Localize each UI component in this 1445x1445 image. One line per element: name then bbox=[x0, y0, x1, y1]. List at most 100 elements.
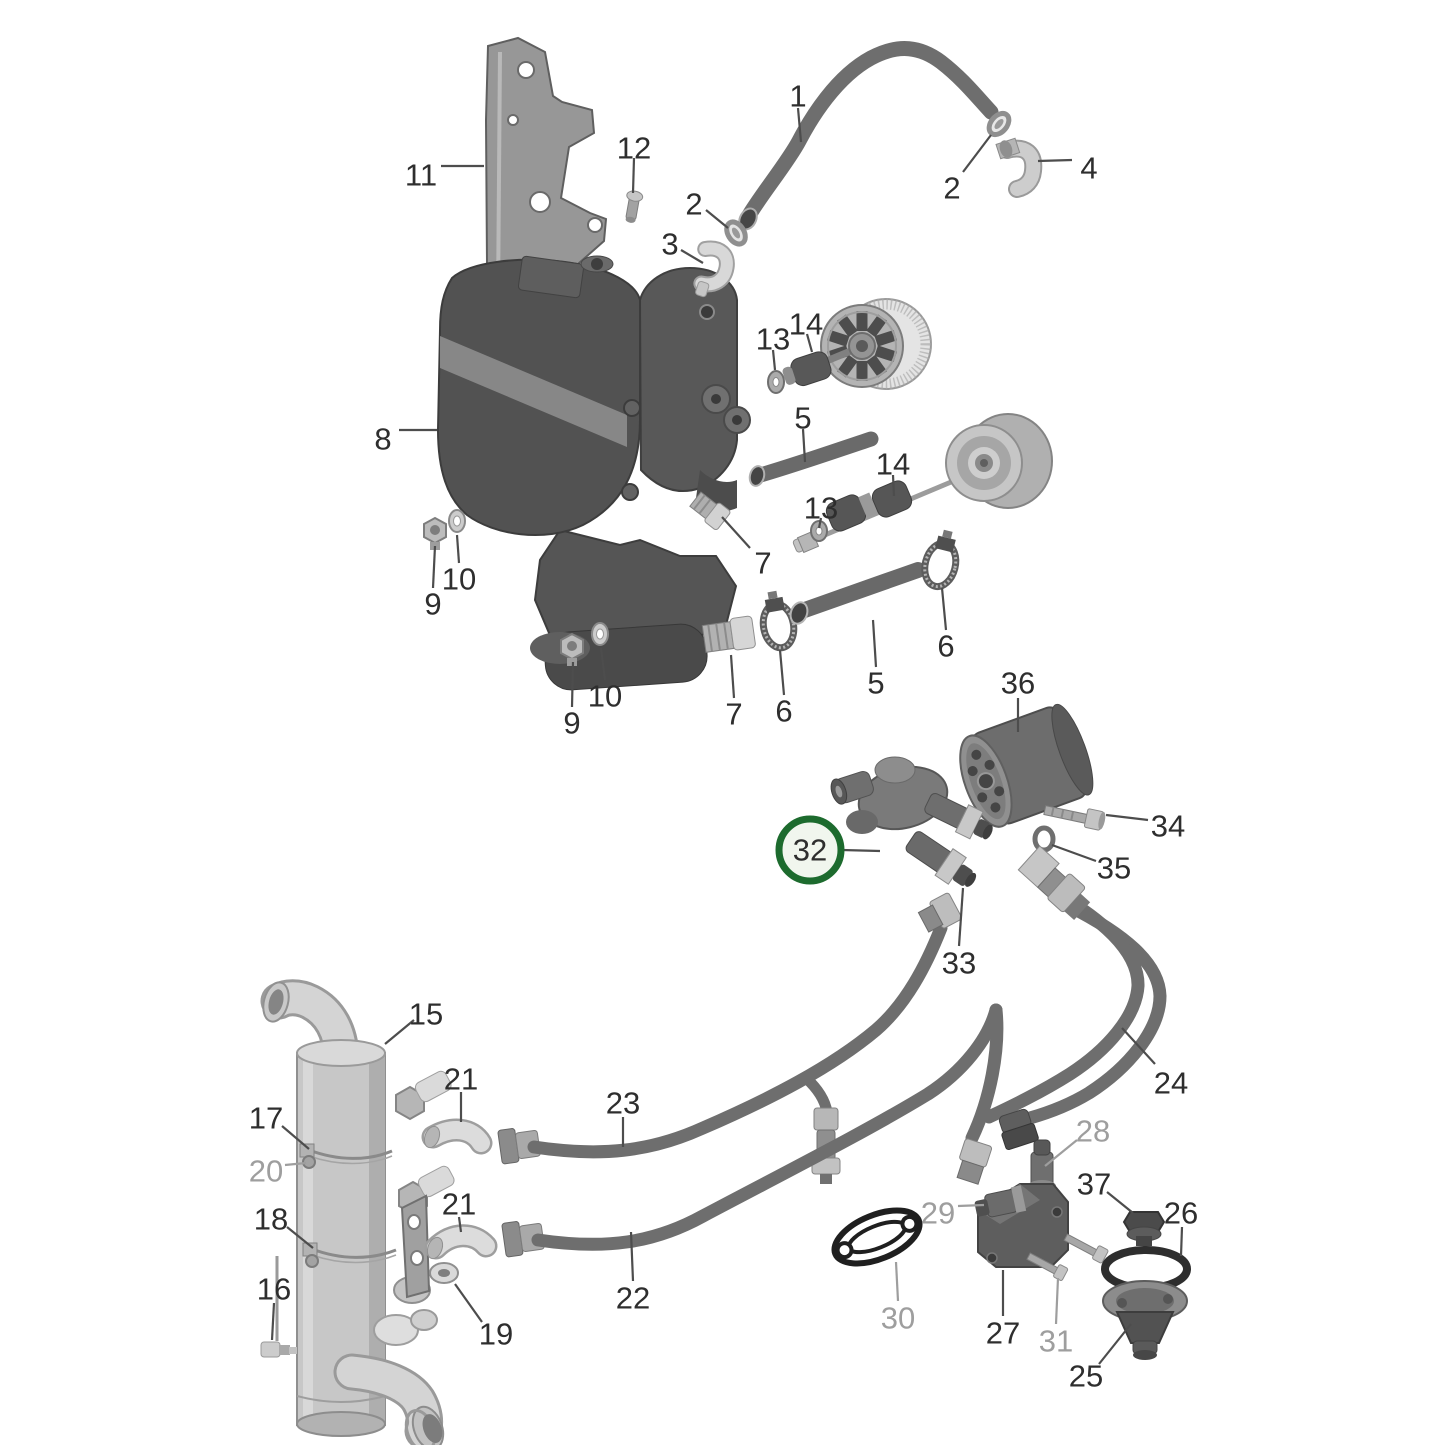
callout-9[interactable]: 9 bbox=[424, 545, 442, 622]
svg-text:35: 35 bbox=[1097, 851, 1131, 886]
svg-text:31: 31 bbox=[1039, 1324, 1073, 1359]
svg-text:2: 2 bbox=[943, 171, 960, 206]
callout-27[interactable]: 27 bbox=[986, 1270, 1020, 1351]
svg-text:9: 9 bbox=[424, 587, 441, 622]
callout-26[interactable]: 26 bbox=[1164, 1196, 1198, 1257]
callout-25[interactable]: 25 bbox=[1069, 1323, 1132, 1394]
callout-36[interactable]: 36 bbox=[1001, 666, 1035, 733]
callout-11[interactable]: 11 bbox=[405, 158, 484, 193]
nut-9-left bbox=[423, 516, 447, 550]
svg-text:30: 30 bbox=[881, 1301, 915, 1336]
callout-7[interactable]: 7 bbox=[725, 654, 743, 732]
svg-text:22: 22 bbox=[616, 1281, 650, 1316]
callout-2[interactable]: 2 bbox=[685, 187, 729, 229]
callout-17[interactable]: 17 bbox=[249, 1101, 310, 1150]
svg-text:25: 25 bbox=[1069, 1359, 1103, 1394]
callout-14[interactable]: 14 bbox=[876, 447, 910, 497]
belt-pulley bbox=[945, 413, 1053, 509]
callout-13[interactable]: 13 bbox=[756, 322, 790, 371]
callout-6[interactable]: 6 bbox=[775, 649, 793, 729]
callout-18[interactable]: 18 bbox=[254, 1202, 314, 1249]
svg-text:15: 15 bbox=[409, 997, 443, 1032]
oil-line-23 bbox=[497, 892, 962, 1184]
callout-29[interactable]: 29 bbox=[921, 1196, 985, 1231]
svg-text:34: 34 bbox=[1151, 809, 1185, 844]
callout-21[interactable]: 21 bbox=[444, 1062, 478, 1123]
callout-22[interactable]: 22 bbox=[616, 1231, 650, 1316]
svg-text:5: 5 bbox=[794, 401, 811, 436]
callout-24[interactable]: 24 bbox=[1121, 1027, 1188, 1101]
svg-text:16: 16 bbox=[257, 1272, 291, 1307]
callout-10[interactable]: 10 bbox=[588, 647, 622, 714]
svg-text:10: 10 bbox=[442, 562, 476, 597]
svg-text:33: 33 bbox=[942, 946, 976, 981]
cooler-bolts-31 bbox=[1026, 1233, 1109, 1281]
svg-text:6: 6 bbox=[937, 629, 954, 664]
oil-filter bbox=[959, 703, 1094, 828]
elbow-21-upper bbox=[421, 1118, 493, 1155]
callout-28[interactable]: 28 bbox=[1044, 1114, 1110, 1167]
svg-text:21: 21 bbox=[442, 1187, 476, 1222]
fitting-16 bbox=[260, 1341, 297, 1358]
svg-text:37: 37 bbox=[1077, 1167, 1111, 1202]
svg-text:11: 11 bbox=[405, 158, 437, 193]
valve-fitting-33 bbox=[905, 831, 977, 887]
fitting-7-lower bbox=[701, 615, 756, 653]
callout-3[interactable]: 3 bbox=[661, 227, 704, 264]
callout-14[interactable]: 14 bbox=[789, 307, 823, 353]
cooler-port-29 bbox=[974, 1185, 1027, 1218]
callout-6[interactable]: 6 bbox=[937, 587, 955, 664]
svg-text:26: 26 bbox=[1164, 1196, 1198, 1231]
callout-30[interactable]: 30 bbox=[881, 1261, 915, 1336]
svg-text:24: 24 bbox=[1154, 1066, 1188, 1101]
callout-31[interactable]: 31 bbox=[1039, 1277, 1073, 1359]
callout-4[interactable]: 4 bbox=[1037, 151, 1098, 186]
elbow-21-lower bbox=[424, 1224, 498, 1260]
fitting-7-upper bbox=[689, 491, 731, 531]
callout-12[interactable]: 12 bbox=[617, 131, 651, 194]
callout-23[interactable]: 23 bbox=[606, 1086, 640, 1148]
callout-37[interactable]: 37 bbox=[1077, 1167, 1134, 1214]
callout-13[interactable]: 13 bbox=[804, 491, 838, 529]
washer-13-upper bbox=[767, 370, 785, 394]
mounting-bracket bbox=[484, 36, 608, 316]
damper-shaft-lower bbox=[792, 474, 964, 554]
callout-5[interactable]: 5 bbox=[867, 619, 885, 701]
callout-8[interactable]: 8 bbox=[374, 422, 437, 457]
svg-text:19: 19 bbox=[479, 1317, 513, 1352]
callout-1[interactable]: 1 bbox=[789, 79, 807, 143]
svg-text:20: 20 bbox=[249, 1154, 283, 1189]
callout-10[interactable]: 10 bbox=[442, 534, 476, 597]
callout-15[interactable]: 15 bbox=[384, 997, 443, 1045]
callout-9[interactable]: 9 bbox=[563, 661, 581, 741]
bolt-12 bbox=[625, 190, 644, 223]
svg-text:2: 2 bbox=[685, 187, 702, 222]
clamp-strap-18 bbox=[275, 1242, 397, 1341]
callout-19[interactable]: 19 bbox=[454, 1283, 513, 1352]
connector-fitting-3 bbox=[693, 240, 735, 298]
callout-7[interactable]: 7 bbox=[721, 516, 772, 581]
svg-text:13: 13 bbox=[756, 322, 790, 357]
hose-clamp-6-right bbox=[921, 529, 960, 591]
callout-21[interactable]: 21 bbox=[442, 1187, 476, 1233]
svg-text:7: 7 bbox=[725, 697, 742, 732]
svg-text:23: 23 bbox=[606, 1086, 640, 1121]
callout-2[interactable]: 2 bbox=[943, 134, 992, 206]
callout-34[interactable]: 34 bbox=[1105, 809, 1185, 844]
svg-text:36: 36 bbox=[1001, 666, 1035, 701]
svg-text:10: 10 bbox=[588, 679, 622, 714]
callout-35[interactable]: 35 bbox=[1051, 843, 1131, 886]
svg-text:5: 5 bbox=[867, 666, 884, 701]
bracket-19-with-grommet bbox=[400, 1194, 459, 1299]
callout-16[interactable]: 16 bbox=[257, 1272, 291, 1341]
hose-clamp-2-left bbox=[724, 219, 748, 247]
washer-10-center bbox=[591, 622, 609, 646]
svg-text:14: 14 bbox=[789, 307, 823, 342]
callout-20[interactable]: 20 bbox=[249, 1154, 307, 1189]
callout-33[interactable]: 33 bbox=[942, 887, 976, 981]
damper-14-upper bbox=[782, 351, 832, 387]
callout-5[interactable]: 5 bbox=[794, 401, 812, 463]
thermostat-25 bbox=[1102, 1280, 1188, 1360]
hose-5-upper bbox=[748, 431, 879, 487]
highlighted-callout-32[interactable]: 32 bbox=[775, 815, 881, 885]
